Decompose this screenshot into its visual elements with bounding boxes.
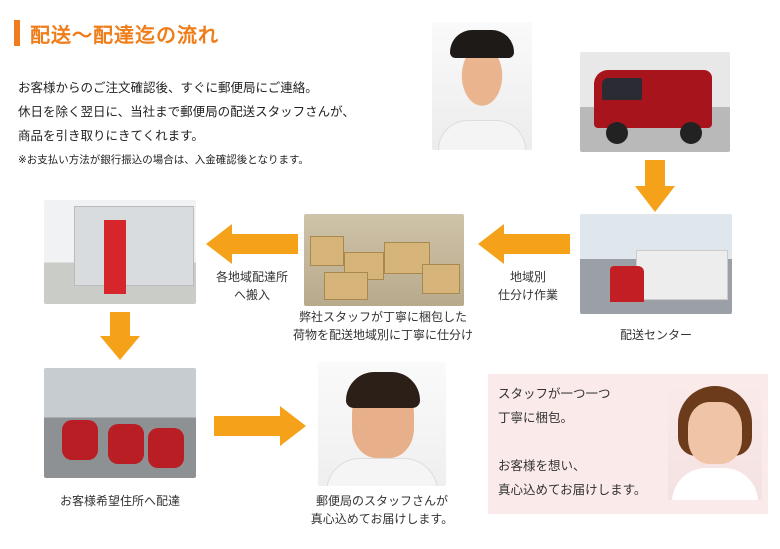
- delivery-center-photo: [580, 214, 732, 314]
- intro-note: ※お支払い方法が銀行振込の場合は、入金確認後となります。: [18, 154, 309, 166]
- intro-line-1: お客様からのご注文確認後、すぐに郵便局にご連絡。: [18, 80, 318, 95]
- staff-woman-photo: [668, 380, 762, 500]
- arrow-down-icon: [100, 312, 140, 360]
- delivery-van-photo: [580, 52, 730, 152]
- delivery-label: お客様希望住所へ配達: [59, 494, 180, 508]
- packing-label: 弊社スタッフが丁寧に梱包した 荷物を配送地域別に丁寧に仕分け: [292, 310, 473, 342]
- intro-line-2: 休日を除く翌日に、当社まで郵便局の配送スタッフさんが、: [18, 104, 355, 119]
- arrow-down-icon: [635, 160, 675, 212]
- intro-line-3: 商品を引き取りにきてくれます。: [18, 128, 204, 143]
- center-label: 配送センター: [619, 328, 692, 342]
- post-office-photo: [44, 200, 196, 304]
- title-accent-bar: [14, 20, 20, 46]
- intro-text: お客様からのご注文確認後、すぐに郵便局にご連絡。 休日を除く翌日に、当社まで郵便…: [18, 76, 355, 172]
- message-text: スタッフが一つ一つ 丁寧に梱包。 お客様を想い、 真心込めてお届けします。: [498, 386, 647, 497]
- page-title: 配送〜配達迄の流れ: [30, 23, 219, 47]
- arrow-left-icon: [478, 224, 570, 264]
- arrow-right-icon: [214, 406, 306, 446]
- staff-deliver-label: 郵便局のスタッフさんが 真心込めてお届けします。: [310, 494, 454, 526]
- delivery-bikes-photo: [44, 368, 196, 478]
- carry-in-label: 各地域配達所 へ搬入: [215, 270, 288, 302]
- sorting-label: 地域別 仕分け作業: [497, 270, 558, 302]
- packages-photo: [304, 214, 464, 306]
- postal-staff-photo: [432, 22, 532, 150]
- postal-staff-smiling-photo: [318, 362, 446, 486]
- arrow-left-icon: [206, 224, 298, 264]
